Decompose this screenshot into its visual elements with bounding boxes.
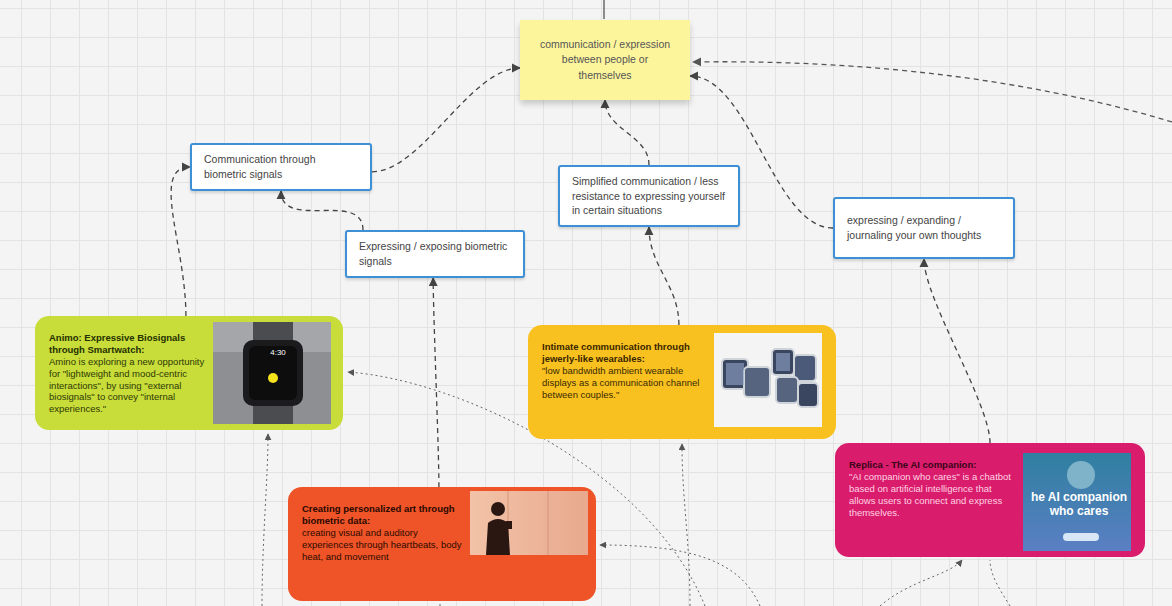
off-canvas-connector — [682, 444, 690, 606]
example-card: he AI companion who cares Replica - The A… — [835, 443, 1145, 557]
dashed-connector — [372, 68, 520, 172]
illustration: 4:30 — [213, 322, 331, 424]
card-body: "low bandwidth ambient wearable displays… — [542, 365, 708, 401]
card-heading: Animo: Expressive Biosignals through Sma… — [49, 332, 207, 356]
card-body: creating visual and auditory experiences… — [302, 527, 466, 563]
concept-box: Simplified communication / less resistan… — [558, 165, 740, 227]
box-text: communication / expression between peopl… — [534, 37, 676, 83]
card-body: "AI companion who cares" is a chatbot ba… — [849, 471, 1017, 519]
off-canvas-line — [603, 0, 604, 19]
box-text: Communication through biometric signals — [204, 152, 358, 181]
illustration-art — [714, 333, 822, 427]
off-canvas-connector — [693, 62, 1172, 122]
watch-time: 4:30 — [263, 348, 293, 357]
off-canvas-connector — [990, 560, 1010, 606]
illustration: he AI companion who cares — [1023, 453, 1131, 551]
card-heading: Creating personalized art through biomet… — [302, 503, 466, 527]
off-canvas-connector — [440, 604, 441, 606]
illustration-art — [213, 322, 331, 424]
concept-box: expressing / expanding / journaling your… — [833, 197, 1015, 259]
off-canvas-connector — [880, 560, 962, 606]
illustration — [714, 333, 822, 427]
box-text: Simplified communication / less resistan… — [572, 174, 726, 218]
box-text: expressing / expanding / journaling your… — [847, 213, 1001, 242]
concept-box: Communication through biometric signals — [190, 143, 372, 191]
illustration — [470, 491, 588, 555]
example-card: Creating personalized art through biomet… — [288, 487, 596, 601]
box-text: Expressing / exposing biometric signals — [359, 239, 511, 268]
example-card: 4:30 Animo: Expressive Biosignals through… — [35, 316, 343, 430]
concept-box: Expressing / exposing biometric signals — [345, 230, 525, 278]
off-canvas-connector — [600, 545, 760, 606]
dashed-connector — [924, 259, 990, 443]
image-caption: he AI companion who cares — [1029, 491, 1129, 519]
dashed-connector — [433, 278, 439, 487]
dashed-connector — [605, 100, 649, 165]
dashed-connector — [281, 191, 363, 230]
card-heading: Intimate communication through jewerly-l… — [542, 341, 708, 365]
sticky-note: communication / expression between peopl… — [520, 20, 690, 100]
off-canvas-connector — [262, 434, 268, 606]
dashed-connector — [649, 227, 679, 325]
example-card: Intimate communication through jewerly-l… — [528, 325, 836, 439]
card-heading: Replica - The AI companion: — [849, 459, 1017, 471]
dashed-connector — [171, 167, 190, 316]
illustration-art — [470, 491, 588, 555]
card-body: Amino is exploring a new opportunity for… — [49, 356, 207, 415]
